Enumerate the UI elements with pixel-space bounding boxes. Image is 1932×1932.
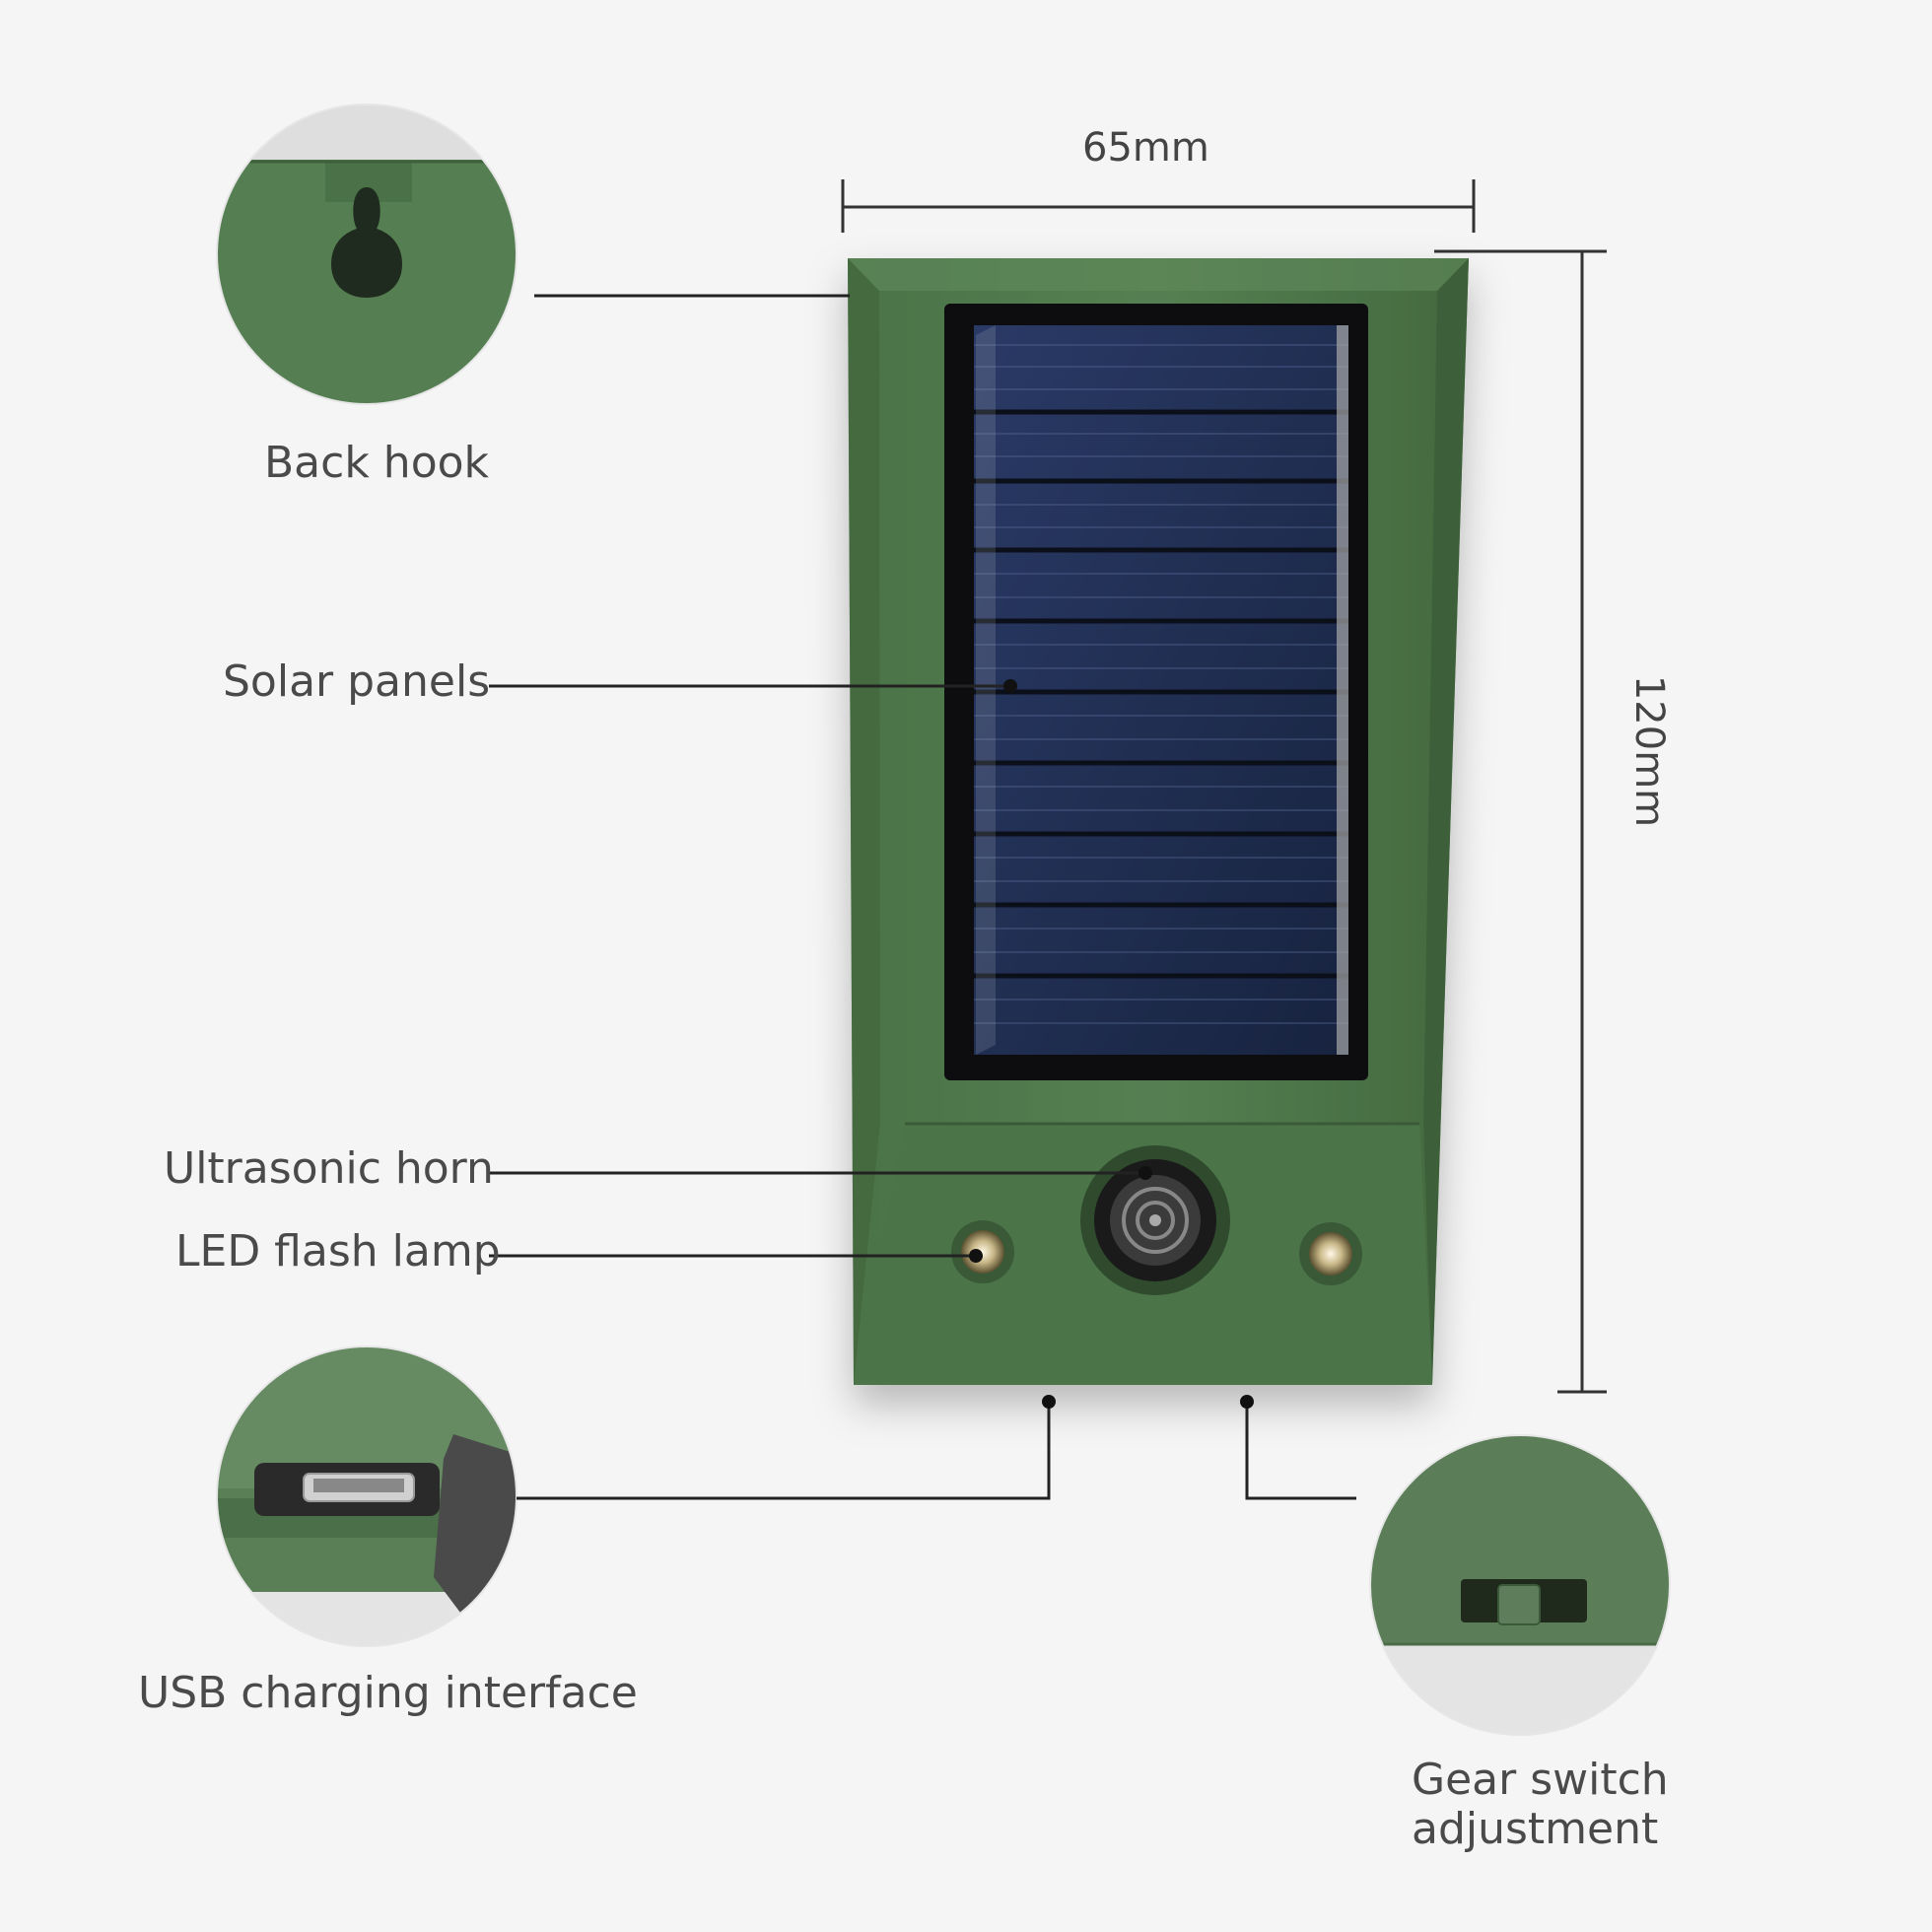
leader-dots: [969, 679, 1254, 1409]
leader-usb: [517, 1402, 1051, 1500]
led-lamp-right: [1299, 1222, 1362, 1285]
width-dimension: [841, 179, 1476, 233]
usb-port-icon: [303, 1473, 415, 1502]
usb-charging-label: USB charging interface: [138, 1668, 638, 1718]
width-dimension-label: 65mm: [1082, 125, 1209, 171]
back-hook-label: Back hook: [264, 438, 490, 488]
solar-panel: [944, 304, 1368, 1080]
back-hook-inset: [216, 104, 518, 405]
keyhole-icon: [331, 187, 402, 298]
led-lamp-left: [951, 1220, 1014, 1283]
slide-switch-icon: [1497, 1584, 1541, 1625]
ultrasonic-horn: [1080, 1145, 1230, 1295]
height-dimension: [1434, 249, 1607, 1394]
led-flash-lamp-label: LED flash lamp: [175, 1226, 501, 1276]
gear-switch-label-line1: Gear switch: [1412, 1755, 1669, 1805]
solar-panels-label: Solar panels: [223, 656, 491, 707]
gear-switch-label-line2: adjustment: [1412, 1804, 1659, 1854]
ultrasonic-horn-label: Ultrasonic horn: [164, 1143, 494, 1194]
leader-gear-switch: [1245, 1402, 1356, 1500]
leader-lines: [489, 294, 1356, 1500]
usb-inset: [216, 1346, 518, 1647]
height-dimension-label: 120mm: [1626, 674, 1673, 828]
gear-switch-inset: [1369, 1434, 1671, 1736]
